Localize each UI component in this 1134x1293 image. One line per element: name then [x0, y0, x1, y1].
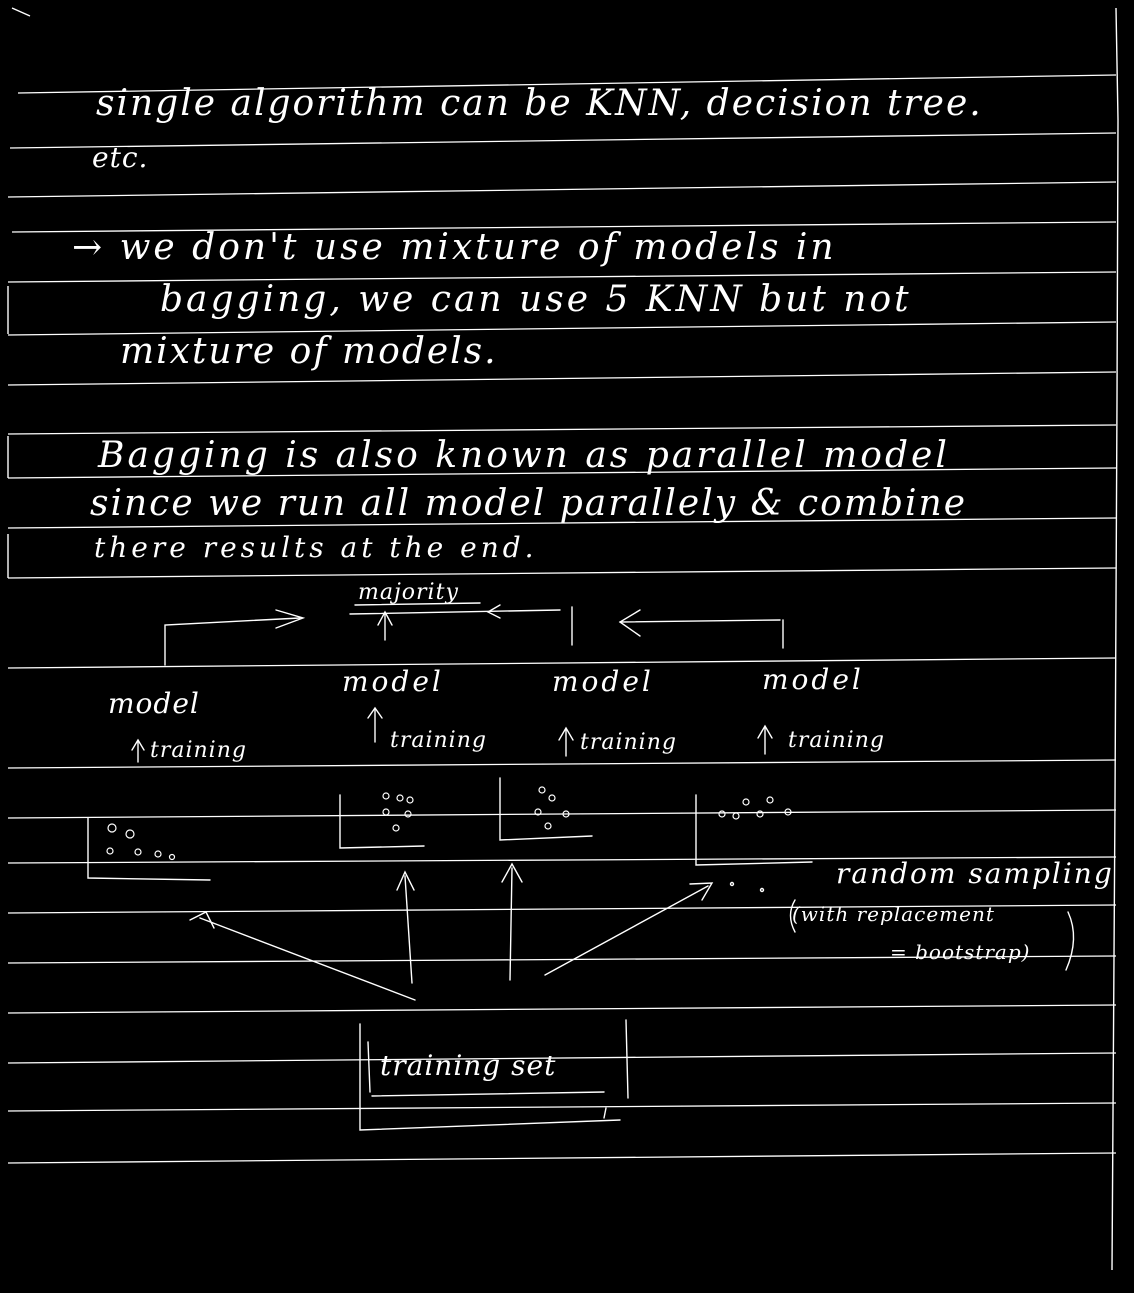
note-line-4: bagging, we can use 5 KNN but not [160, 279, 912, 320]
ruled-lines [7, 74, 1117, 1164]
model-label-3: model [552, 665, 654, 698]
note-line-5: mixture of models. [120, 331, 498, 372]
majority-label: majority [358, 580, 459, 605]
training-label-2: training [390, 728, 487, 753]
page-edges [7, 7, 1119, 1271]
note-line-7: since we run all model parallely & combi… [90, 483, 968, 524]
model-label-2: model [342, 665, 444, 698]
training-label-1: training [150, 738, 247, 763]
bootstrap-label: = bootstrap) [890, 940, 1031, 964]
model-label-4: model [762, 663, 864, 696]
note-line-3: → we don't use mixture of models in [72, 227, 837, 268]
training-set-label: training set [380, 1049, 557, 1082]
with-replacement-label: (with replacement [792, 902, 995, 926]
training-label-3: training [580, 730, 677, 755]
model-label-1: model [108, 687, 200, 720]
note-line-1: single algorithm can be KNN, decision tr… [96, 83, 983, 124]
training-label-4: training [788, 728, 885, 753]
note-line-8: there results at the end. [94, 531, 538, 564]
random-sampling-label: random sampling [836, 857, 1114, 890]
note-line-6: Bagging is also known as parallel model [98, 435, 950, 476]
diagram-strokes [87, 602, 1075, 1131]
note-line-2: etc. [92, 141, 149, 174]
